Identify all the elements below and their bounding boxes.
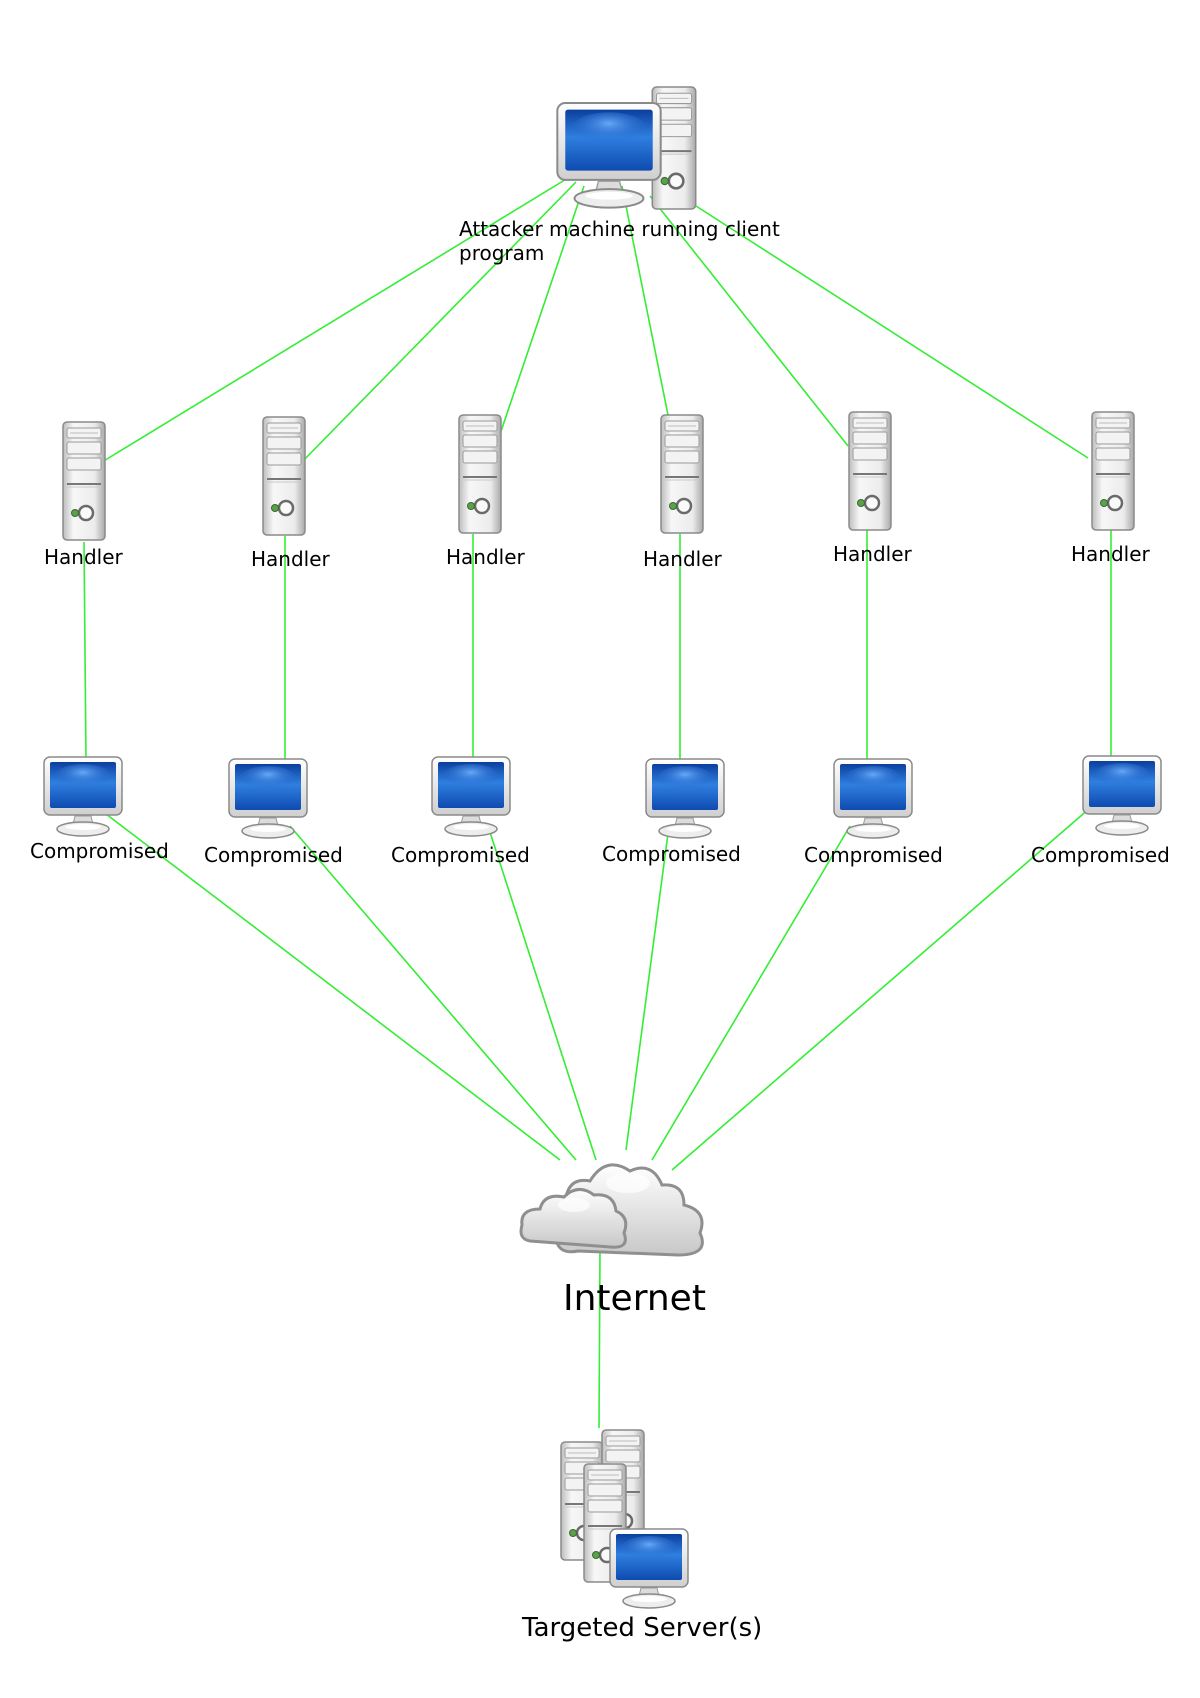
target-node: Targeted Server(s) [521, 1428, 762, 1643]
handler-label: Handler [44, 545, 124, 569]
compromised-label: Compromised [804, 843, 943, 867]
link-attacker-handler-5 [649, 195, 849, 447]
server-tower-icon [261, 415, 307, 537]
attacker-label-line-1: Attacker machine running client [459, 217, 780, 241]
internet-label: Internet [563, 1278, 706, 1319]
compromised-label: Compromised [204, 843, 343, 867]
compromised-node: Compromised [804, 758, 943, 867]
compromised-node: Compromised [30, 756, 169, 863]
server-tower-icon [1090, 410, 1136, 532]
link-compromised-internet-4 [625, 825, 670, 1151]
link-attacker-handler-2 [297, 181, 577, 467]
compromised-label: Compromised [391, 843, 530, 867]
monitor-icon [43, 756, 123, 837]
link-compromised-internet-6 [671, 807, 1091, 1171]
compromised-node: Compromised [602, 758, 741, 866]
compromised-node: Compromised [1031, 755, 1170, 867]
handler-node: Handler [643, 413, 723, 571]
link-attacker-handler-3 [495, 185, 585, 447]
link-compromised-internet-5 [651, 825, 851, 1161]
connections [83, 177, 1112, 1429]
link-compromised-internet-2 [289, 825, 577, 1161]
handler-node: Handler [251, 415, 331, 571]
server-tower-icon [847, 410, 893, 532]
compromised-label: Compromised [30, 839, 169, 863]
monitor-icon [833, 758, 913, 839]
server-tower-icon [457, 413, 503, 535]
internet-node: Internet [519, 1163, 706, 1319]
server-tower-icon [61, 420, 107, 542]
monitor-icon [431, 756, 511, 837]
target-label: Targeted Server(s) [521, 1613, 762, 1643]
monitor-icon [228, 758, 308, 839]
monitor-icon [1082, 755, 1162, 836]
compromised-node: Compromised [391, 756, 530, 867]
handler-node: Handler [833, 410, 913, 566]
compromised-label: Compromised [602, 842, 741, 866]
handlers: Handler Handler Handler Handler Handler … [44, 410, 1151, 571]
compromised-label: Compromised [1031, 843, 1170, 867]
cloud-icon [519, 1163, 704, 1257]
link-compromised-internet-1 [105, 813, 561, 1161]
workstation-icon [556, 85, 698, 211]
attacker-node: Attacker machine running client program [459, 85, 780, 265]
handler-label: Handler [643, 547, 723, 571]
server-tower-icon [659, 413, 705, 535]
link-attacker-handler-6 [695, 205, 1089, 459]
attacker-label-line-2: program [459, 241, 544, 265]
handler-node: Handler [446, 413, 526, 569]
handler-label: Handler [833, 542, 913, 566]
compromised-machines: Compromised Compromised Compromised Comp… [30, 755, 1170, 867]
link-compromised-internet-3 [487, 825, 597, 1161]
link-attacker-handler-1 [101, 177, 569, 463]
handler-label: Handler [251, 547, 331, 571]
server-cluster-icon [559, 1428, 689, 1609]
handler-node: Handler [44, 420, 124, 569]
compromised-node: Compromised [204, 758, 343, 867]
monitor-icon [645, 758, 725, 839]
link-attacker-handler-4 [621, 185, 670, 421]
handler-label: Handler [1071, 542, 1151, 566]
handler-node: Handler [1071, 410, 1151, 566]
link-internet-target [598, 1249, 601, 1429]
handler-label: Handler [446, 545, 526, 569]
link-handler-compromised-1 [83, 541, 87, 761]
